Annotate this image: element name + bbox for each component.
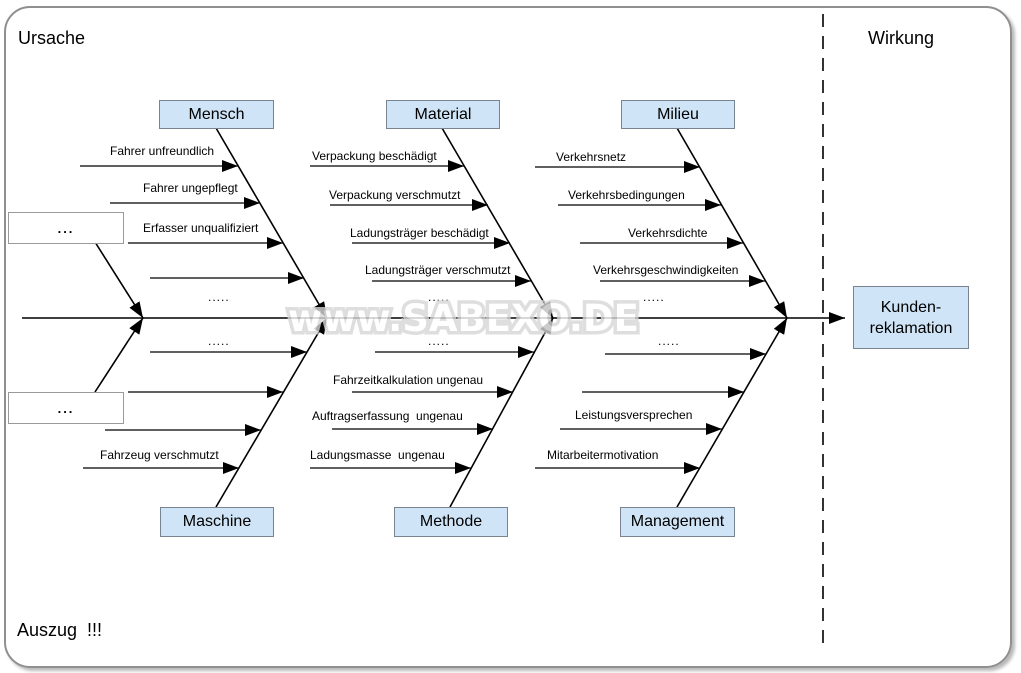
cause-label: Verkehrsdichte: [628, 226, 708, 240]
cause-label: Verpackung beschädigt: [312, 149, 437, 163]
cause-label: Verpackung verschmutzt: [329, 188, 461, 202]
category-box-material: Material: [386, 100, 500, 129]
cause-label: Fahrer ungepflegt: [143, 181, 238, 195]
cause-label: Fahrzeug verschmutzt: [100, 448, 219, 462]
more-causes-dots: .....: [643, 290, 665, 304]
cause-label: Fahrzeitkalkulation ungenau: [333, 373, 484, 387]
effect-side-title: Wirkung: [868, 28, 935, 48]
effect-label-line2: reklamation: [869, 319, 953, 337]
category-box-mensch: Mensch: [159, 100, 274, 129]
category-label-material: Material: [414, 105, 472, 123]
effect-label-line1: Kunden-: [880, 298, 942, 316]
category-label-milieu: Milieu: [657, 105, 699, 123]
branch-diagonal-bones: [94, 127, 788, 508]
effect-box-kundenreklamation: Kunden- reklamation: [853, 286, 969, 349]
cause-arrows: [80, 160, 766, 474]
cause-label: Leistungsversprechen: [575, 408, 693, 422]
more-causes-dots: .....: [208, 290, 230, 304]
footer-note: Auszug !!!: [17, 620, 103, 640]
placeholder-box-bottom: ...: [8, 392, 124, 424]
more-causes-dots: .....: [208, 334, 230, 348]
cause-label: Ladungsträger verschmutzt: [365, 263, 511, 277]
more-causes-dots: .....: [428, 290, 450, 304]
cause-label: Auftragserfassung ungenau: [312, 409, 463, 423]
more-causes-dots: .....: [428, 334, 450, 348]
category-label-maschine: Maschine: [182, 513, 252, 530]
cause-label: Verkehrsnetz: [556, 150, 627, 164]
placeholder-dots: ...: [57, 400, 75, 416]
category-box-maschine: Maschine: [160, 507, 274, 537]
more-causes-dots: .....: [658, 334, 680, 348]
category-label-methode: Methode: [419, 513, 483, 530]
category-label-mensch: Mensch: [188, 105, 245, 123]
cause-label: Ladungsträger beschädigt: [350, 226, 489, 240]
category-box-management: Management: [620, 507, 735, 537]
cause-label: Erfasser unqualifiziert: [143, 221, 259, 235]
cause-label: Fahrer unfreundlich: [110, 144, 215, 158]
placeholder-dots: ...: [57, 220, 75, 236]
cause-label: Ladungsmasse ungenau: [310, 448, 445, 462]
category-box-milieu: Milieu: [621, 100, 735, 129]
cause-label: Verkehrsbedingungen: [568, 188, 685, 202]
category-label-management: Management: [630, 513, 725, 530]
cause-label: Verkehrsgeschwindigkeiten: [593, 263, 739, 277]
cause-label: Mitarbeitermotivation: [547, 448, 659, 462]
placeholder-box-top: ...: [8, 212, 124, 244]
category-box-methode: Methode: [394, 507, 508, 537]
cause-side-title: Ursache: [18, 28, 86, 48]
diagram-rounded-border: [4, 6, 1012, 668]
